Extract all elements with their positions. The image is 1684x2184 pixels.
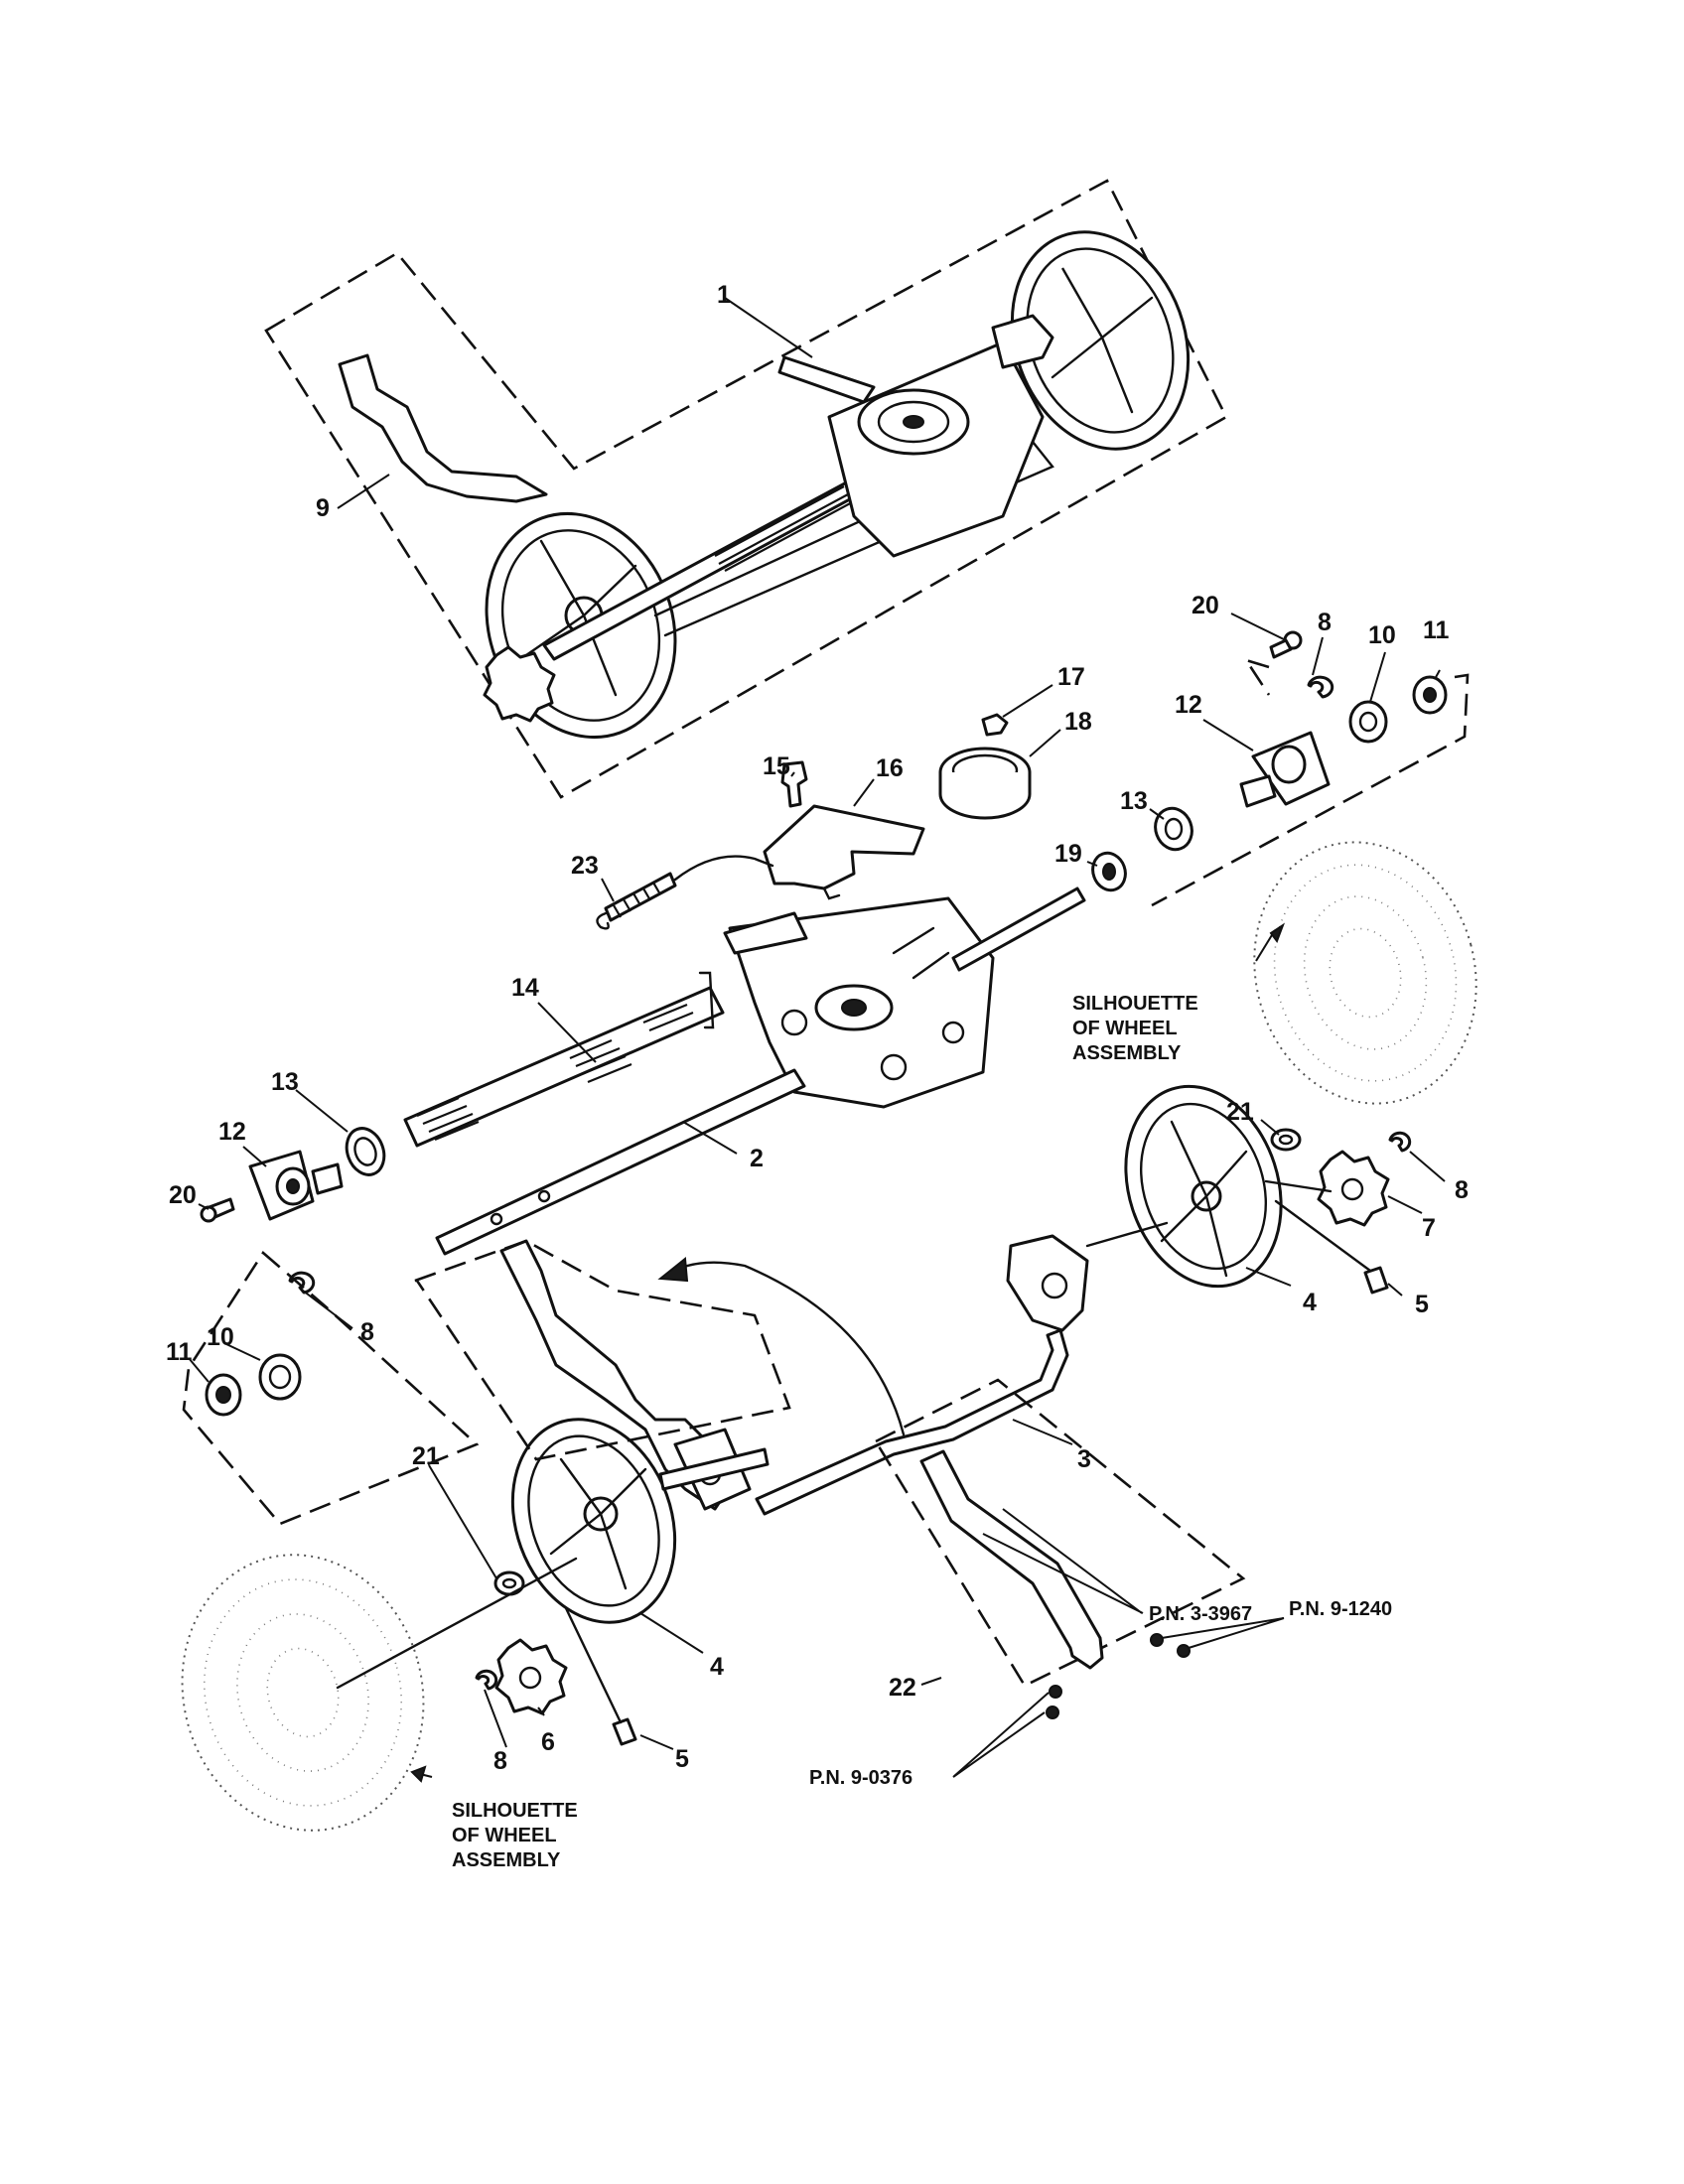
part-17-nut bbox=[981, 713, 1009, 737]
callout-23: 23 bbox=[571, 852, 599, 880]
left-gear-assembled bbox=[483, 645, 556, 723]
pn-9-0376-label: P.N. 9-0376 bbox=[809, 1767, 912, 1789]
part-5-key-left bbox=[612, 1717, 637, 1746]
part-8-clip-wheel-left bbox=[475, 1669, 498, 1691]
assembly-boundary bbox=[264, 179, 1228, 799]
part-6-gear-left bbox=[494, 1638, 568, 1715]
callout-8-right-upper: 8 bbox=[1318, 609, 1332, 636]
upper-center-parts bbox=[596, 630, 1470, 930]
callout-10-left: 10 bbox=[207, 1323, 234, 1351]
pn-9-1240-label: P.N. 9-1240 bbox=[1289, 1598, 1392, 1620]
part-5-key-right bbox=[1363, 1266, 1389, 1295]
part-8-clip-left bbox=[288, 1271, 316, 1295]
silhouette-right-line2: OF WHEEL bbox=[1072, 1018, 1178, 1039]
callout-11-left: 11 bbox=[166, 1338, 193, 1366]
part-3-frame-rod bbox=[1006, 1234, 1089, 1332]
callout-13-right: 13 bbox=[1120, 787, 1148, 815]
callout-18: 18 bbox=[1064, 708, 1092, 736]
left-wheel-exploded bbox=[181, 1239, 906, 1832]
part-21-washer-left bbox=[493, 1570, 525, 1596]
assembled-transmission-view bbox=[264, 179, 1228, 799]
leader-lines bbox=[188, 297, 1446, 1783]
callout-10-right: 10 bbox=[1368, 621, 1396, 649]
part-22-handle bbox=[919, 1449, 1104, 1670]
left-lever-boundary bbox=[414, 1239, 791, 1461]
callout-5-left: 5 bbox=[675, 1745, 689, 1773]
silhouette-right-line1: SILHOUETTE bbox=[1072, 993, 1198, 1015]
handle-22-group bbox=[874, 1378, 1246, 1719]
cable-arrow bbox=[663, 1261, 906, 1436]
part-7-gear-right bbox=[1317, 1150, 1390, 1227]
pn-9-0376-nut-a bbox=[1049, 1685, 1062, 1699]
callout-21-left: 21 bbox=[412, 1442, 440, 1470]
part-13-bushing-right bbox=[1154, 806, 1193, 852]
callout-22: 22 bbox=[889, 1674, 916, 1702]
part-10-washer-left bbox=[258, 1353, 302, 1401]
right-wheel-silhouette bbox=[1253, 841, 1477, 1105]
callout-4-right: 4 bbox=[1303, 1289, 1317, 1316]
exploded-transaxle bbox=[182, 887, 1086, 1526]
callout-9: 9 bbox=[316, 494, 330, 522]
pn-9-0376-nut-b bbox=[1046, 1706, 1059, 1719]
callout-5-right: 5 bbox=[1415, 1291, 1429, 1318]
callout-4-left: 4 bbox=[710, 1653, 724, 1681]
part-14-threaded-shaft bbox=[403, 986, 725, 1148]
part-13-bushing-left bbox=[345, 1127, 386, 1176]
notes: SILHOUETTE OF WHEEL ASSEMBLY SILHOUETTE … bbox=[452, 993, 1392, 1871]
callout-12-left: 12 bbox=[218, 1118, 246, 1146]
callout-16: 16 bbox=[876, 754, 904, 782]
pn-9-1240-bolt-b bbox=[1177, 1644, 1191, 1658]
callout-7: 7 bbox=[1422, 1214, 1436, 1242]
part-2-axle bbox=[435, 1068, 806, 1256]
part-15-screw bbox=[780, 760, 808, 808]
callout-8-right-wheel: 8 bbox=[1455, 1176, 1469, 1204]
callout-12-right: 12 bbox=[1175, 691, 1202, 719]
right-wheel-exploded bbox=[755, 841, 1477, 1516]
output-shaft-right bbox=[951, 887, 1086, 972]
handle-22-boundary bbox=[874, 1378, 1246, 1688]
callout-15: 15 bbox=[763, 752, 790, 780]
callout-17: 17 bbox=[1057, 663, 1085, 691]
callout-13-left: 13 bbox=[271, 1068, 299, 1096]
part-8-clip-right bbox=[1307, 675, 1334, 699]
callout-19: 19 bbox=[1054, 840, 1082, 868]
pn-3-3967-label: P.N. 3-3967 bbox=[1149, 1603, 1252, 1625]
part-16-bracket bbox=[763, 804, 925, 890]
callout-8-left-lower: 8 bbox=[360, 1318, 374, 1346]
silhouette-left-line2: OF WHEEL bbox=[452, 1825, 557, 1846]
left-wheel-silhouette bbox=[181, 1554, 425, 1832]
callout-labels: 1 9 2 3 4 4 5 5 6 7 8 8 8 8 10 10 11 11 … bbox=[166, 281, 1469, 1775]
callout-20-left: 20 bbox=[169, 1181, 197, 1209]
callout-11-right: 11 bbox=[1423, 616, 1450, 644]
callout-2: 2 bbox=[750, 1145, 764, 1172]
right-bearing-group-boundary bbox=[1242, 657, 1271, 696]
callout-21-right: 21 bbox=[1226, 1098, 1254, 1126]
callout-3: 3 bbox=[1077, 1445, 1091, 1473]
silhouette-left-line1: SILHOUETTE bbox=[452, 1800, 578, 1822]
part-23-spring bbox=[604, 872, 677, 922]
silhouette-left-line3: ASSEMBLY bbox=[452, 1849, 561, 1871]
pn-9-1240-bolt-a bbox=[1150, 1633, 1164, 1647]
callout-20-right: 20 bbox=[1192, 592, 1219, 619]
callout-8-left-wheel: 8 bbox=[493, 1747, 507, 1775]
callout-1: 1 bbox=[717, 281, 731, 309]
callout-6: 6 bbox=[541, 1728, 555, 1756]
part-9-shift-handle bbox=[338, 353, 548, 503]
part-10-washer-right bbox=[1348, 700, 1388, 744]
part-8-clip-wheel-right bbox=[1388, 1131, 1412, 1153]
silhouette-right-line3: ASSEMBLY bbox=[1072, 1042, 1182, 1064]
callout-14: 14 bbox=[511, 974, 539, 1002]
